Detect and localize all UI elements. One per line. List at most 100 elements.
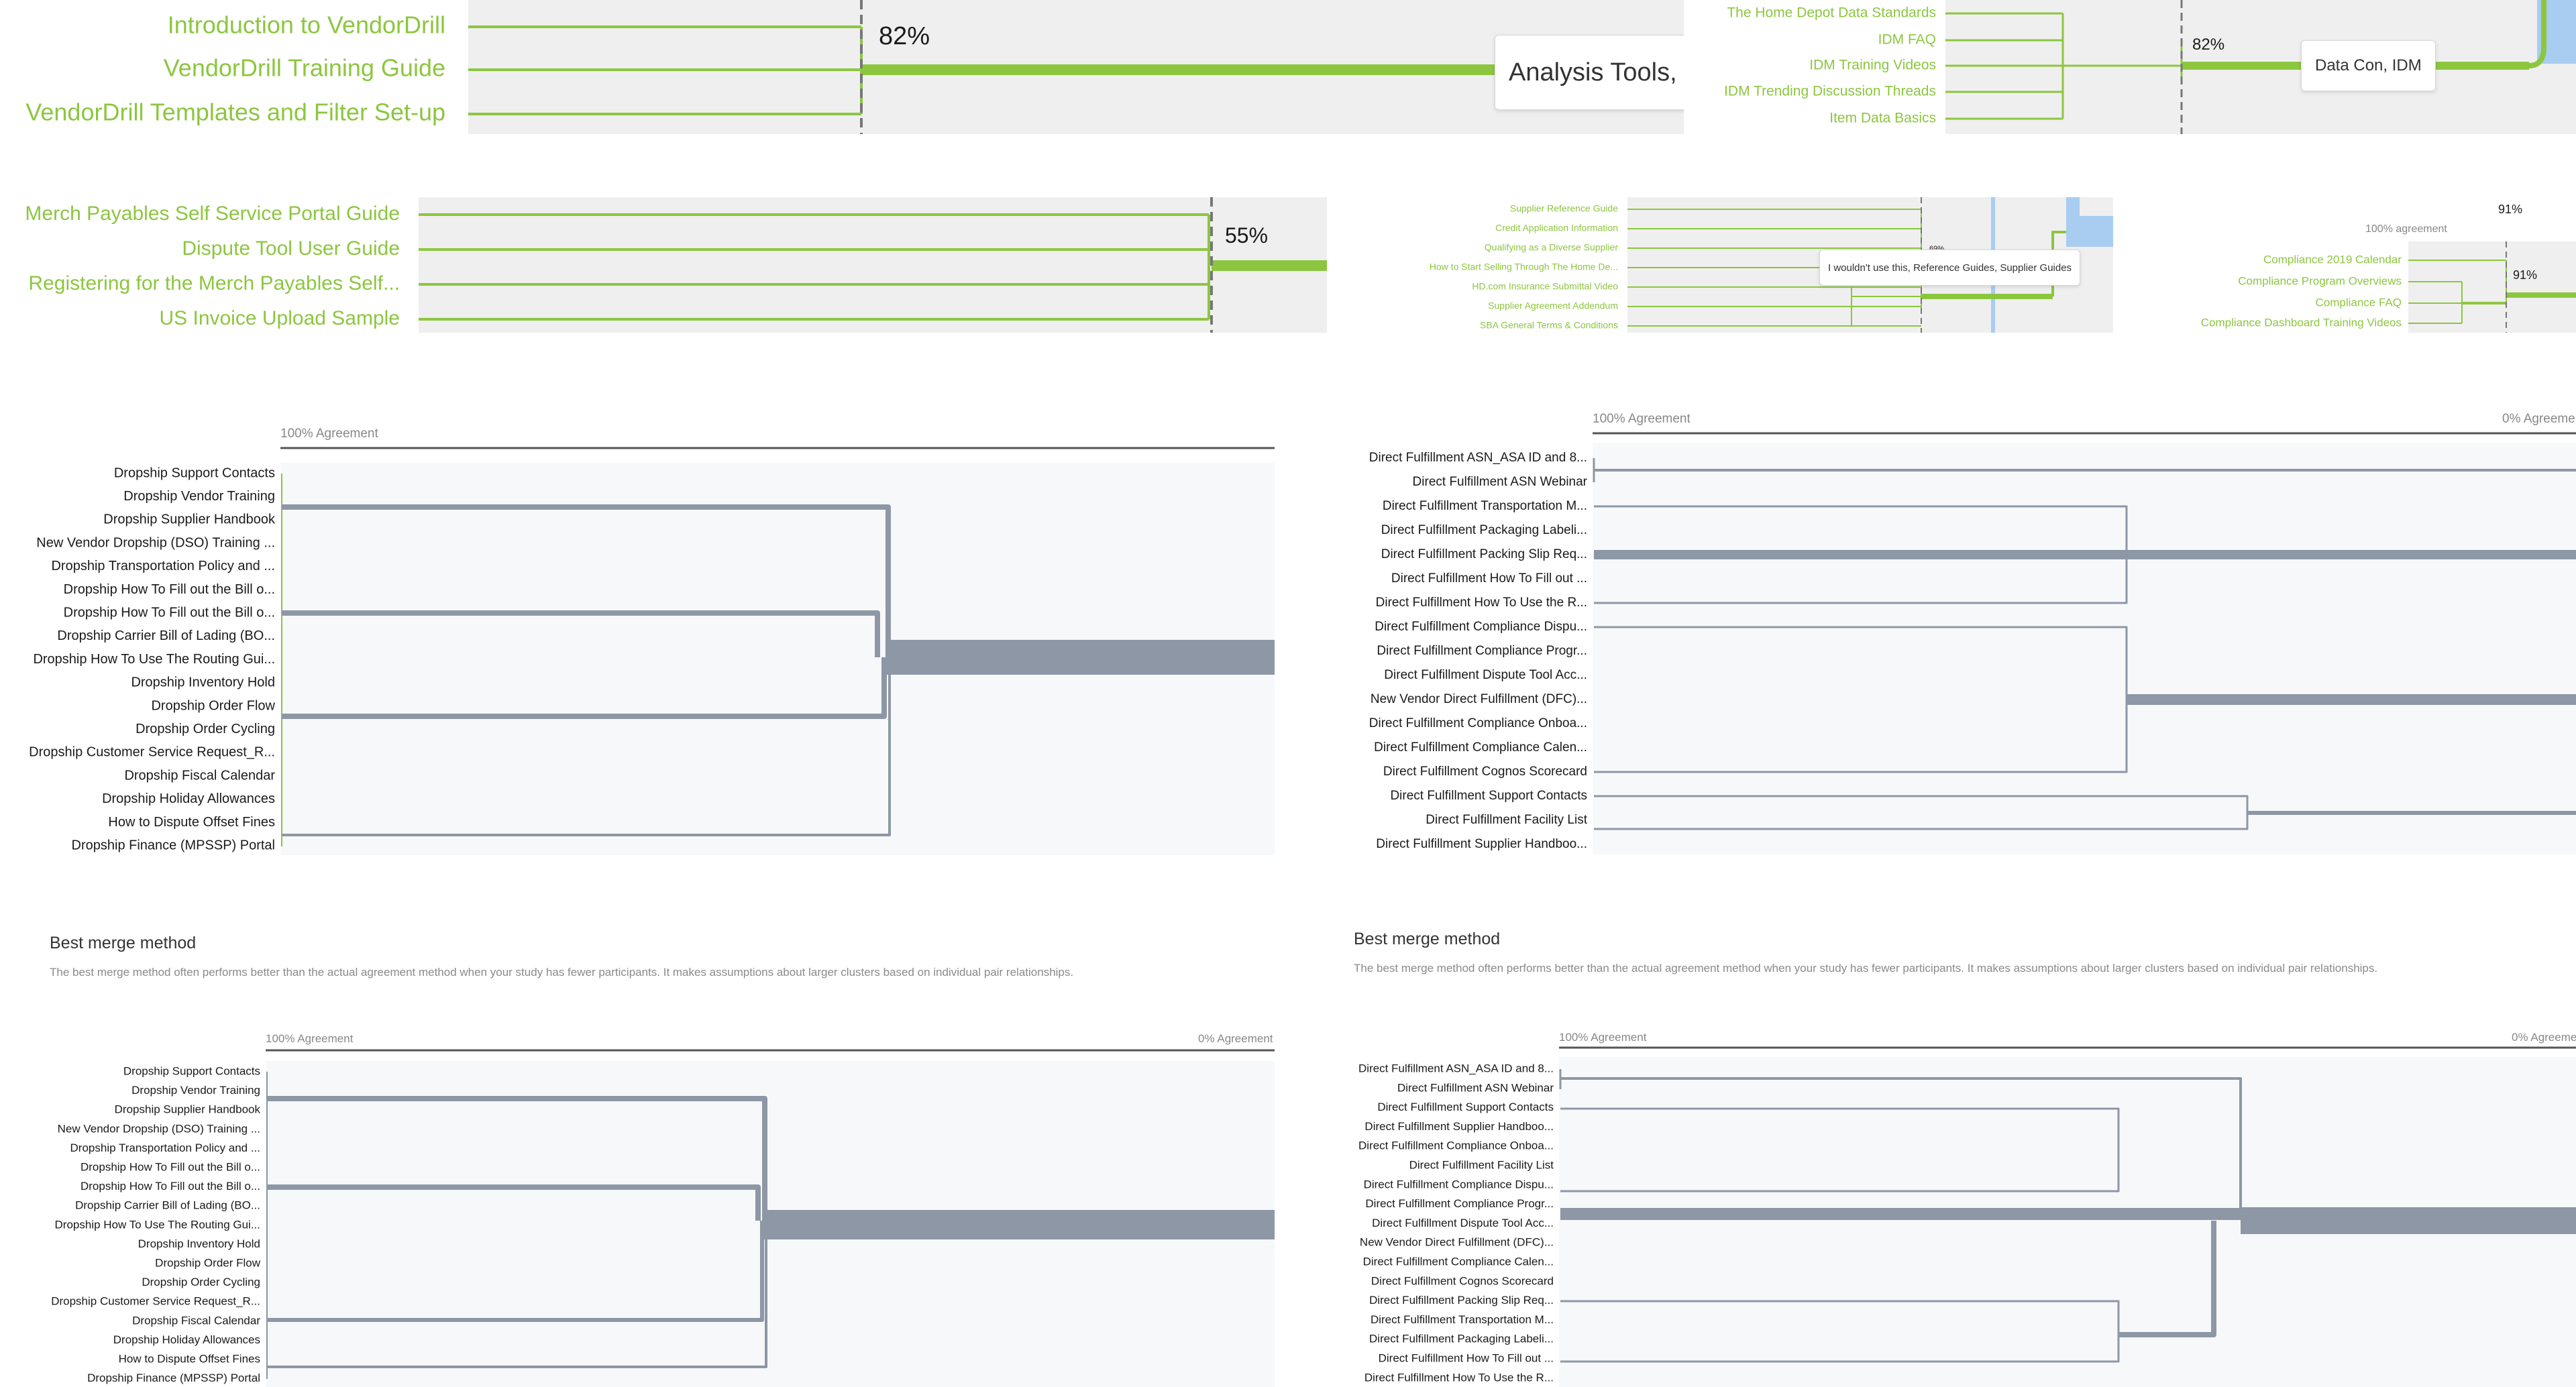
top-percent-label: 91% bbox=[2498, 203, 2522, 216]
item-label: Direct Fulfillment ASN_ASA ID and 8... bbox=[1369, 451, 1587, 465]
item-label: Supplier Reference Guide bbox=[1510, 203, 1618, 214]
item-label: Dropship How To Use The Routing Gui... bbox=[33, 652, 275, 667]
item-label: Dropship Finance (MPSSP) Portal bbox=[87, 1372, 260, 1384]
item-label: Direct Fulfillment Packaging Labeli... bbox=[1369, 1333, 1554, 1345]
item-label: Direct Fulfillment Packaging Labeli... bbox=[1381, 523, 1587, 537]
item-label: Direct Fulfillment Transportation M... bbox=[1371, 1313, 1554, 1326]
item-label: Dropship Inventory Hold bbox=[138, 1237, 260, 1250]
cluster-branch bbox=[282, 610, 880, 657]
item-label: Dropship Transportation Policy and ... bbox=[70, 1142, 260, 1154]
item-label: Introduction to VendorDrill bbox=[168, 11, 445, 39]
item-label: Direct Fulfillment Dispute Tool Acc... bbox=[1372, 1217, 1554, 1229]
chart-direct-best: 100% Agreement 0% Agreement Direct Fulfi… bbox=[1348, 1019, 2576, 1387]
cluster-trunk bbox=[2528, 0, 2546, 68]
item-label: Direct Fulfillment ASN Webinar bbox=[1413, 475, 1588, 489]
section-title-right: Best merge method bbox=[1354, 930, 1501, 948]
chart-dropship-actual-svg: 100% Agreement Dropship Support Contacts… bbox=[29, 427, 1275, 855]
item-label: Direct Fulfillment How To Fill out ... bbox=[1379, 1351, 1554, 1364]
item-label: Compliance FAQ bbox=[2316, 296, 2402, 309]
item-label: Direct Fulfillment Transportation M... bbox=[1383, 499, 1587, 513]
item-label: Direct Fulfillment Supplier Handboo... bbox=[1364, 1120, 1554, 1133]
chart-dropship-actual: 100% Agreement Dropship Support Contacts… bbox=[0, 416, 1281, 858]
item-label: Direct Fulfillment Dispute Tool Acc... bbox=[1384, 668, 1587, 682]
item-label: Compliance Dashboard Training Videos bbox=[2201, 316, 2402, 329]
axis-left-label: 100% Agreement bbox=[280, 427, 378, 441]
item-label: Direct Fulfillment Compliance Dispu... bbox=[1364, 1178, 1554, 1190]
item-label: Dropship Supplier Handbook bbox=[103, 512, 276, 527]
item-label: Credit Application Information bbox=[1495, 223, 1618, 233]
axis-right-label: 0% Agreement bbox=[2512, 1031, 2576, 1044]
item-label: Dropship Support Contacts bbox=[123, 1064, 260, 1077]
item-label: Dropship Finance (MPSSP) Portal bbox=[72, 838, 275, 852]
chart-direct-actual-svg: 100% Agreement 0% Agreement Direct Fulfi… bbox=[1369, 412, 2576, 854]
item-label: Dropship Order Flow bbox=[155, 1256, 261, 1269]
item-label: VendorDrill Templates and Filter Set-up bbox=[25, 99, 445, 126]
item-label: New Vendor Dropship (DSO) Training ... bbox=[36, 535, 275, 550]
item-label: IDM Trending Discussion Threads bbox=[1724, 84, 1936, 99]
item-label: Dropship Supplier Handbook bbox=[115, 1103, 261, 1116]
item-label: Compliance 2019 Calendar bbox=[2263, 253, 2402, 266]
axis-left-label: 100% Agreement bbox=[1559, 1031, 1647, 1044]
axis-right-label: 0% Agreement bbox=[2502, 412, 2576, 426]
section-desc-right: The best merge method often performs bet… bbox=[1354, 962, 2378, 975]
item-label: Direct Fulfillment How To Use the R... bbox=[1376, 596, 1587, 610]
cluster-tooltip: Data Con, IDM bbox=[2301, 40, 2436, 91]
item-label: Direct Fulfillment How To Use the R... bbox=[1364, 1371, 1554, 1384]
cluster-branch bbox=[1560, 1107, 2120, 1192]
tooltip-text: Analysis Tools, bbox=[1509, 58, 1677, 87]
axis-left-label: 100% Agreement bbox=[266, 1032, 354, 1045]
chart-direct-actual: 100% Agreement 0% Agreement Direct Fulfi… bbox=[1348, 402, 2576, 858]
item-label: Direct Fulfillment Support Contacts bbox=[1377, 1101, 1554, 1113]
item-label: New Vendor Dropship (DSO) Training ... bbox=[58, 1122, 260, 1135]
item-label: HD.com Insurance Submittal Video bbox=[1472, 281, 1618, 292]
chart-compliance: 91% 100% agreement 91% Compliance 2019 C… bbox=[2147, 195, 2576, 335]
percent-label: 82% bbox=[2192, 36, 2224, 54]
item-label: Dropship Order Flow bbox=[151, 698, 275, 713]
item-label: Direct Fulfillment Packing Slip Req... bbox=[1381, 547, 1587, 561]
item-label: Dropship How To Fill out the Bill o... bbox=[80, 1180, 260, 1192]
cluster-branch bbox=[282, 657, 891, 836]
item-label: Direct Fulfillment Packing Slip Req... bbox=[1369, 1294, 1554, 1307]
item-label: Direct Fulfillment Cognos Scorecard bbox=[1383, 765, 1587, 779]
item-label: Direct Fulfillment Facility List bbox=[1409, 1158, 1554, 1171]
item-label: Direct Fulfillment Compliance Calen... bbox=[1363, 1255, 1554, 1268]
item-label: Direct Fulfillment How To Fill out ... bbox=[1391, 571, 1587, 586]
item-label: Direct Fulfillment Compliance Onboa... bbox=[1358, 1140, 1554, 1152]
item-label: Dropship Customer Service Request_R... bbox=[29, 745, 275, 760]
tooltip-text: Data Con, IDM bbox=[2315, 56, 2422, 74]
item-label: Supplier Agreement Addendum bbox=[1488, 300, 1618, 311]
item-label: How to Start Selling Through The Home De… bbox=[1430, 262, 1618, 272]
cluster-join bbox=[1627, 286, 1852, 327]
item-label: Direct Fulfillment ASN Webinar bbox=[1397, 1081, 1554, 1094]
item-label: Dropship Customer Service Request_R... bbox=[51, 1295, 260, 1308]
item-label: US Invoice Upload Sample bbox=[159, 307, 400, 329]
item-label: VendorDrill Training Guide bbox=[164, 54, 445, 82]
item-label: IDM FAQ bbox=[1878, 32, 1936, 48]
cluster-branch bbox=[267, 1184, 761, 1221]
chart-dropship-best-svg: 100% Agreement 0% Agreement Dropship Sup… bbox=[51, 1032, 1275, 1387]
chart-dropship-best: 100% Agreement 0% Agreement Dropship Sup… bbox=[0, 1019, 1281, 1387]
cluster-tooltip: I wouldn't use this, Reference Guides, S… bbox=[1819, 249, 2081, 286]
item-label: Dropship Support Contacts bbox=[114, 465, 275, 480]
item-label: Direct Fulfillment ASN_ASA ID and 8... bbox=[1358, 1062, 1554, 1074]
cluster-branch bbox=[282, 504, 891, 657]
item-label: Dropship Carrier Bill of Lading (BO... bbox=[75, 1199, 260, 1212]
percent-label: 91% bbox=[2513, 268, 2537, 282]
item-label: Merch Payables Self Service Portal Guide bbox=[25, 203, 400, 225]
chart-compliance-svg: 91% 100% agreement 91% Compliance 2019 C… bbox=[2201, 203, 2576, 333]
item-label: Dropship Vendor Training bbox=[131, 1084, 260, 1097]
item-label: Dropship How To Fill out the Bill o... bbox=[80, 1160, 260, 1173]
axis-left-label: 100% Agreement bbox=[1593, 412, 1690, 426]
item-label: New Vendor Direct Fulfillment (DFC)... bbox=[1371, 692, 1587, 706]
item-label: Dispute Tool User Guide bbox=[182, 237, 400, 260]
item-label: Direct Fulfillment Compliance Progr... bbox=[1365, 1197, 1554, 1210]
percent-label: 55% bbox=[1225, 223, 1268, 247]
item-label: Dropship Carrier Bill of Lading (BO... bbox=[57, 628, 275, 643]
item-label: Direct Fulfillment Support Contacts bbox=[1390, 789, 1587, 803]
item-label: Dropship Fiscal Calendar bbox=[124, 768, 275, 783]
chart-merch-payables-svg: 55% Merch Payables Self Service Portal G… bbox=[25, 197, 1327, 333]
item-label: Registering for the Merch Payables Self.… bbox=[28, 272, 400, 294]
